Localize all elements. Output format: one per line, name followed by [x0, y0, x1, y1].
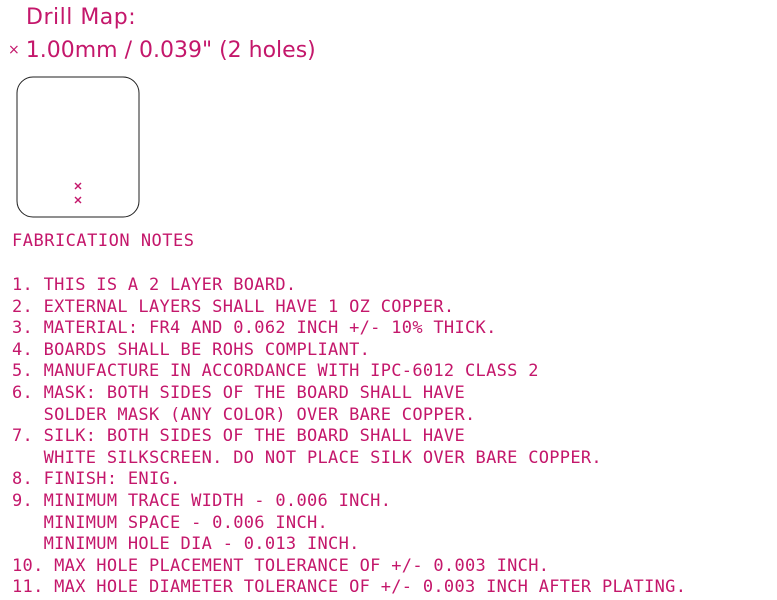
drill-hole-marker [74, 182, 82, 190]
fab-note-line: 6. MASK: BOTH SIDES OF THE BOARD SHALL H… [12, 382, 465, 403]
fabrication-notes-list: 1. THIS IS A 2 LAYER BOARD. 2. EXTERNAL … [12, 275, 686, 599]
fab-note-line: 9. MINIMUM TRACE WIDTH - 0.006 INCH. [12, 490, 392, 511]
fab-note-line: 5. MANUFACTURE IN ACCORDANCE WITH IPC-60… [12, 361, 539, 382]
fab-note-line: 10. MAX HOLE PLACEMENT TOLERANCE OF +/- … [12, 555, 550, 576]
board-outline [16, 76, 140, 218]
fab-note-line: 11. MAX HOLE DIAMETER TOLERANCE OF +/- 0… [12, 577, 687, 598]
fab-note-line: 8. FINISH: ENIG. [12, 469, 181, 490]
drill-hole-legend-icon: × [8, 41, 20, 58]
fab-note-line: 7. SILK: BOTH SIDES OF THE BOARD SHALL H… [12, 426, 465, 447]
fab-note-line: WHITE SILKSCREEN. DO NOT PLACE SILK OVER… [12, 447, 602, 468]
fab-note-line: 1. THIS IS A 2 LAYER BOARD. [12, 275, 297, 295]
fab-note-line: SOLDER MASK (ANY COLOR) OVER BARE COPPER… [12, 404, 476, 425]
fabrication-notes-heading: FABRICATION NOTES [12, 231, 195, 251]
drill-legend: × 1.00mm / 0.039" (2 holes) [8, 38, 316, 63]
fab-note-line: 4. BOARDS SHALL BE ROHS COMPLIANT. [12, 339, 371, 360]
fab-note-line: MINIMUM HOLE DIA - 0.013 INCH. [12, 534, 360, 555]
fab-note-line: MINIMUM SPACE - 0.006 INCH. [12, 512, 329, 533]
fab-note-line: 2. EXTERNAL LAYERS SHALL HAVE 1 OZ COPPE… [12, 296, 455, 317]
fab-note-line: 3. MATERIAL: FR4 AND 0.062 INCH +/- 10% … [12, 318, 497, 339]
drill-hole-marker [74, 196, 82, 204]
drill-map-title: Drill Map: [26, 5, 137, 30]
drill-legend-text: 1.00mm / 0.039" (2 holes) [25, 38, 316, 63]
